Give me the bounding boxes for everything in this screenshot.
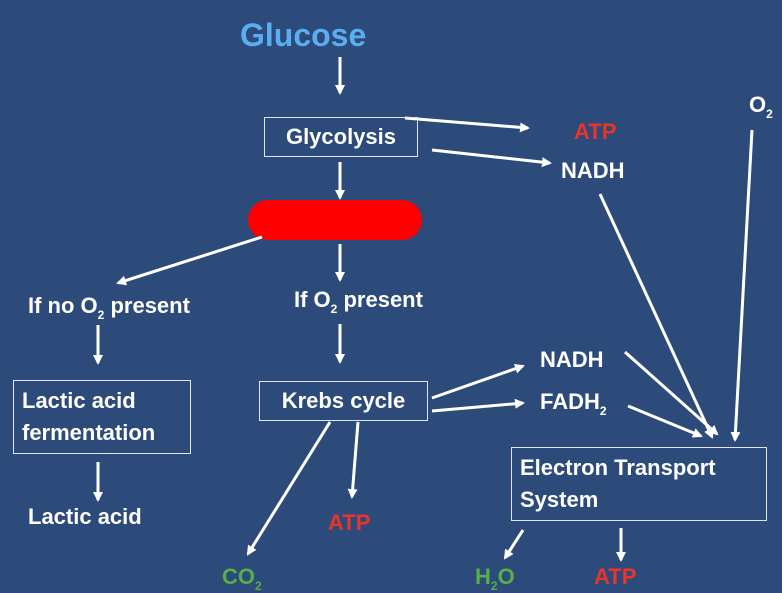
o2-label: O2 xyxy=(749,92,773,121)
if-o2-present: If O2 present xyxy=(294,287,423,316)
arrow-glycolysis-nadh xyxy=(431,148,552,168)
h2o-product: H2O xyxy=(475,564,515,593)
redaction-bar xyxy=(248,200,422,240)
arrow-o2-ets xyxy=(730,129,754,442)
glucose-title: Glucose xyxy=(240,17,367,53)
arrow-glycolysis-atp xyxy=(404,116,530,133)
atp-krebs: ATP xyxy=(328,510,371,535)
ets-line1: Electron Transport xyxy=(520,455,716,480)
krebs-label: Krebs cycle xyxy=(281,388,406,413)
fadh2-krebs: FADH2 xyxy=(540,389,607,418)
atp-ets: ATP xyxy=(594,564,637,589)
arrow-krebs-nadh xyxy=(431,363,525,400)
arrow-krebs-fadh xyxy=(431,398,525,413)
if-no-o2-present: If no O2 present xyxy=(28,293,190,322)
lactic-fermentation-line1: Lactic acid xyxy=(22,388,136,413)
ets-box: Electron Transport System xyxy=(511,447,767,521)
arrow-nadh-mid-ets xyxy=(624,350,719,436)
krebs-box: Krebs cycle xyxy=(259,381,428,421)
lactic-acid: Lactic acid xyxy=(28,504,142,529)
arrow-krebs-atp xyxy=(347,421,360,499)
arrow-krebs-co2 xyxy=(246,421,332,556)
glycolysis-box: Glycolysis xyxy=(264,117,418,157)
atp-glycolysis: ATP xyxy=(574,119,617,144)
glycolysis-label: Glycolysis xyxy=(285,124,397,149)
lactic-fermentation-box: Lactic acid fermentation xyxy=(13,380,191,454)
ets-line2: System xyxy=(520,487,599,512)
nadh-glycolysis: NADH xyxy=(561,158,625,183)
nadh-krebs: NADH xyxy=(540,347,604,372)
co2-product: CO2 xyxy=(222,564,262,593)
arrow-fadh-ets xyxy=(627,404,703,438)
arrow-nadh-top-ets xyxy=(598,193,714,439)
arrow-ets-h2o xyxy=(503,529,525,560)
arrow-to-no-o2 xyxy=(116,235,263,286)
lactic-fermentation-line2: fermentation xyxy=(22,420,156,445)
